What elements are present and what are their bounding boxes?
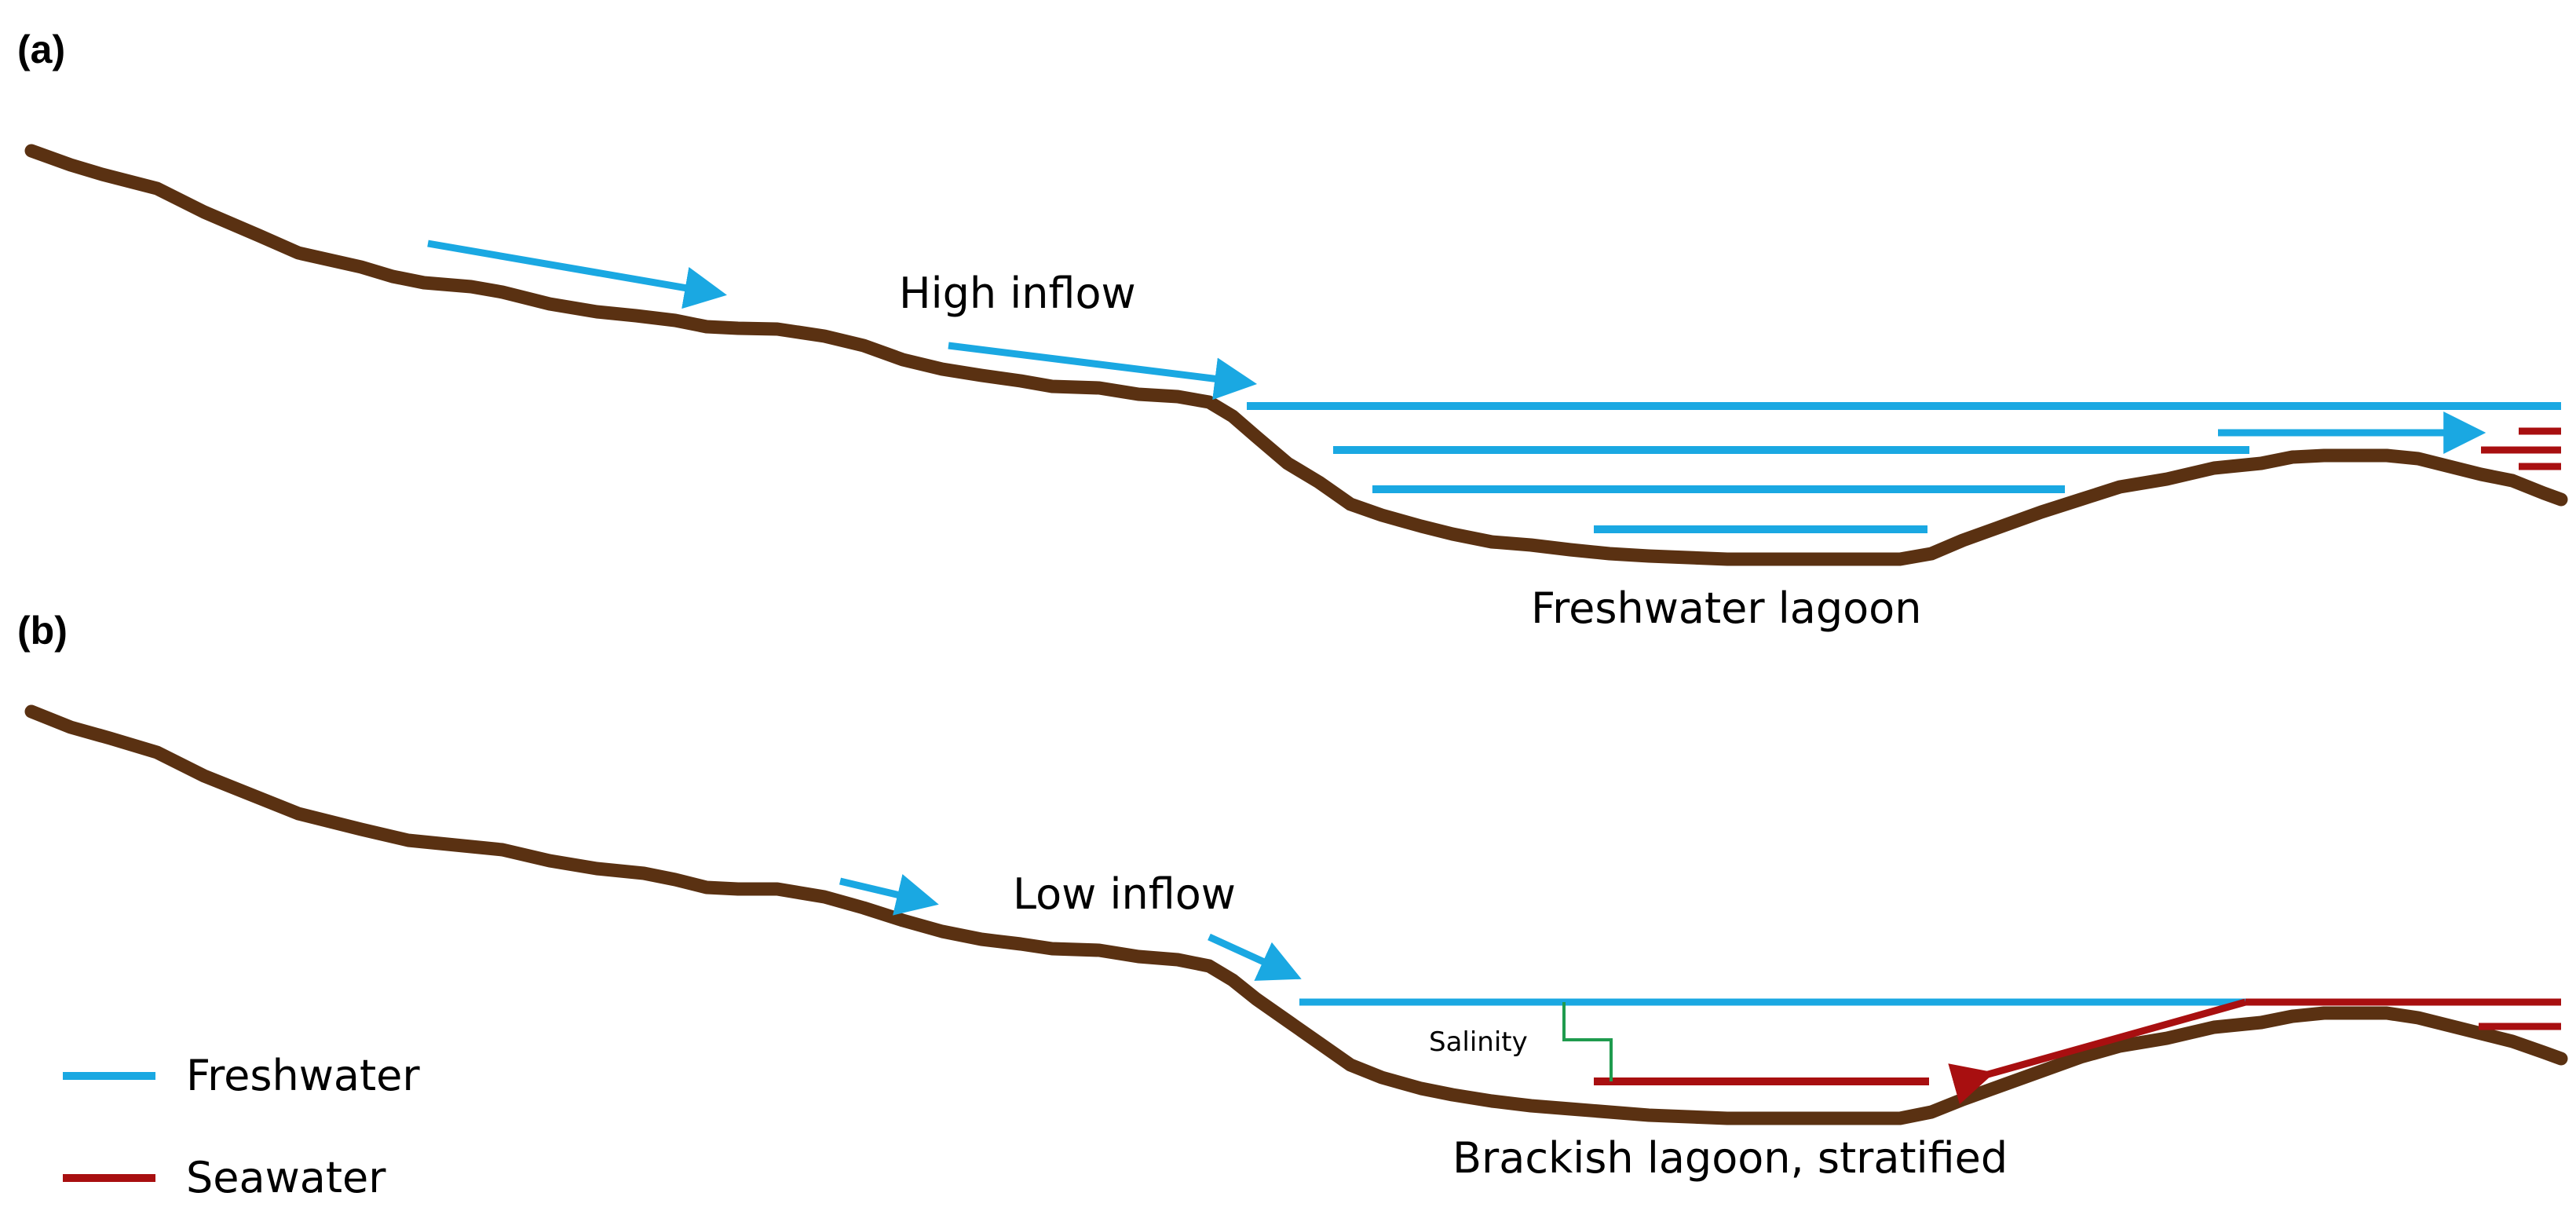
panel-a: (a) High inflow Freshwater lagoon [17,27,2568,633]
seawater-intrusion-arrow-b [1948,998,2247,1105]
panel-b: (b) Low inflow Salinity Brackish lagoon,… [17,609,2568,1183]
inflow-label-b: Low inflow [1013,869,1236,919]
lagoon-label-b: Brackish lagoon, stratified [1452,1133,2008,1183]
lagoon-label-a: Freshwater lagoon [1531,584,1921,633]
inflow-arrow-upper-a [427,240,727,309]
salinity-profile-line [1562,1002,1613,1081]
salinity-label: Salinity [1429,1026,1528,1058]
legend: Freshwater Seawater [63,1051,420,1202]
panel-b-label: (b) [17,609,68,653]
inflow-arrow-upper-b [839,874,939,916]
inflow-arrow-lower-b [1208,933,1302,981]
inflow-arrow-lower-a [948,342,1258,401]
inflow-label-a: High inflow [899,269,1136,318]
legend-freshwater-label: Freshwater [186,1051,420,1100]
panel-a-label: (a) [17,27,65,71]
legend-seawater-label: Seawater [186,1153,386,1202]
terrain-profile-a [24,144,2568,566]
terrain-profile-b [24,704,2568,1125]
